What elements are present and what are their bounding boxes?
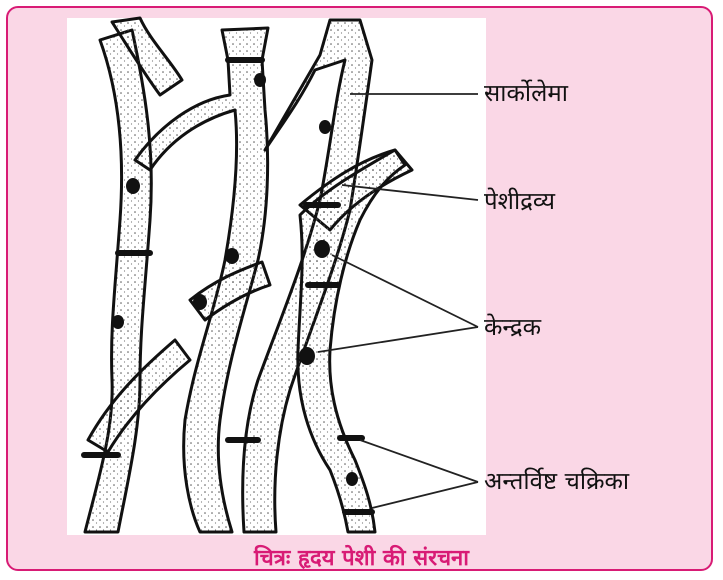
label-sarcolemma: सार्कोलेमा [484, 76, 568, 109]
label-sarcoplasm: पेशीद्रव्य [484, 184, 555, 217]
label-nucleus: केन्द्रक [484, 310, 541, 343]
muscle-fibers [85, 18, 412, 532]
label-intercalated-disc: अन्तर्विष्ट चक्रिका [484, 464, 629, 497]
figure-caption: चित्रः हृदय पेशी की संरचना [0, 542, 723, 572]
